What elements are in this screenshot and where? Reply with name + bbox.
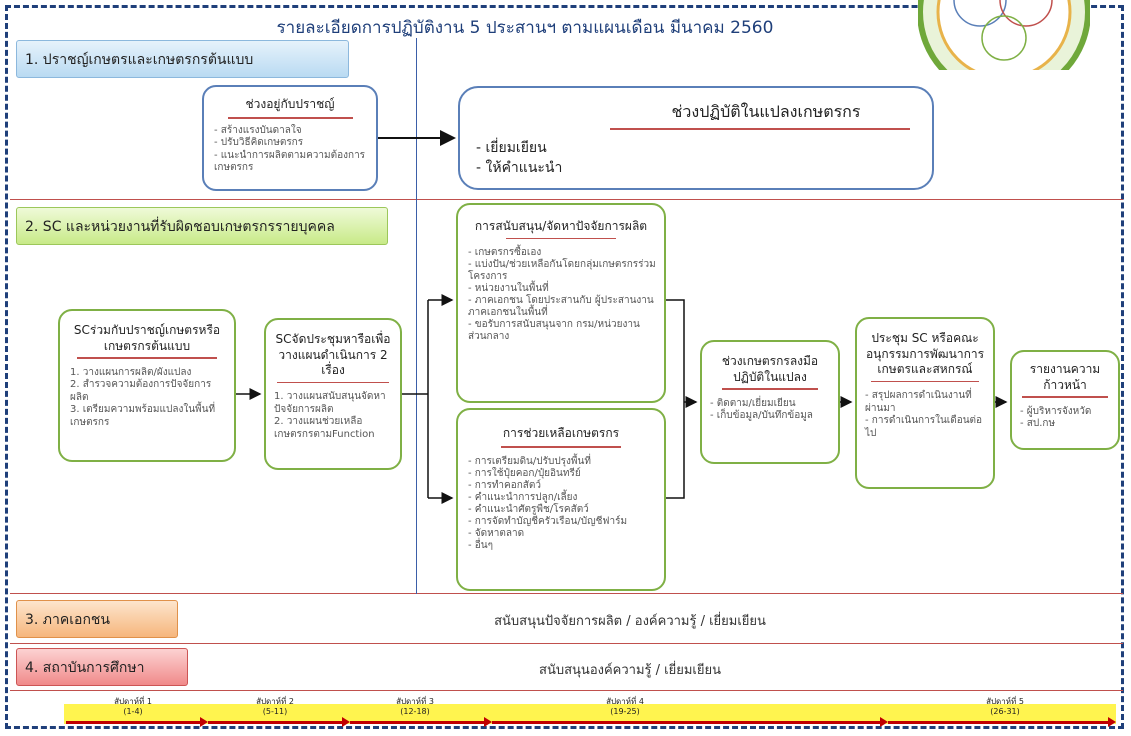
box-item: - สป.กษ — [1020, 418, 1056, 430]
title-underline — [277, 381, 389, 384]
diagram-title: รายละเอียดการปฏิบัติงาน 5 ประสานฯ ตามแผน… — [276, 18, 774, 38]
box-item: - การใช้ปุ๋ยคอก/ปุ๋ยอินทรีย์ — [468, 467, 581, 479]
title-underline — [610, 128, 910, 130]
box-item: - การเตรียมดิน/ปรับปรุงพื้นที่ — [468, 455, 591, 467]
box-title: SCจัดประชุมหารือเพื่อวางแผนดำเนินการ 2 เ… — [275, 332, 391, 378]
timeline-arrow — [66, 717, 208, 727]
box-item: 1. วางแผนสนับสนุนจัดหาปัจจัยการผลิต — [274, 391, 386, 415]
box-title: ช่วงอยู่กับปราชญ์ — [245, 97, 335, 111]
title-underline — [77, 357, 217, 359]
timeline-bar — [64, 704, 1116, 724]
box-item: - แนะนำการผลิตตามความต้องการเกษตรกร — [214, 149, 366, 174]
box-item: 2. สำรวจความต้องการปัจจัยการผลิต — [70, 379, 212, 403]
section3-header: 3. ภาคเอกชน — [16, 600, 178, 638]
box-item: - ติดตาม/เยี่ยมเยียน — [710, 397, 796, 409]
box-title: ประชุม SC หรือคณะอนุกรรมการพัฒนาการเกษตร… — [865, 331, 985, 377]
title-underline — [227, 117, 353, 119]
progress-report-box: รายงานความก้าวหน้า - ผู้บริหารจังหวัด - … — [1010, 350, 1120, 450]
phase-with-sage-box: ช่วงอยู่กับปราชญ์ - สร้างแรงบันดาลใจ - ป… — [202, 85, 378, 191]
box-item: - ให้คำแนะนำ — [476, 159, 563, 176]
title-underline — [501, 446, 621, 448]
title-underline — [1022, 396, 1108, 398]
timeline-week-2: สัปดาห์ที่ 2(5-11) — [256, 697, 294, 716]
section1-header: 1. ปราชญ์เกษตรและเกษตรกรต้นแบบ — [16, 40, 349, 78]
section-divider — [10, 593, 1123, 594]
box-item: - การจัดทำบัญชีครัวเรือน/บัญชีฟาร์ม — [468, 515, 628, 527]
box-item: - เยี่ยมเยียน — [476, 139, 547, 156]
box-item: - เกษตรกรซื้อเอง — [468, 247, 542, 259]
section-divider — [10, 643, 1123, 644]
timeline-week-4: สัปดาห์ที่ 4(19-25) — [606, 697, 644, 716]
box-item: - การทำคอกสัตว์ — [468, 479, 541, 491]
box-item: - ขอรับการสนับสนุนจาก กรม/หน่วยงานส่วนกล… — [468, 319, 640, 343]
box-title: การช่วยเหลือเกษตรกร — [502, 426, 620, 440]
box-item: - ปรับวิธีคิดเกษตรกร — [214, 137, 304, 148]
box-title: ช่วงเกษตรกรลงมือปฏิบัติในแปลง — [721, 354, 819, 384]
box-item: - แบ่งปัน/ช่วยเหลือกันโดยกลุ่มเกษตรกรร่ว… — [468, 259, 656, 283]
box-item: - เก็บข้อมูล/บันทึกข้อมูล — [710, 410, 813, 422]
input-support-box: การสนับสนุน/จัดหาปัจจัยการผลิต - เกษตรกร… — [456, 203, 666, 403]
box-title: รายงานความก้าวหน้า — [1029, 362, 1101, 392]
box-item: - สร้างแรงบันดาลใจ — [214, 124, 302, 136]
box-item: - ผู้บริหารจังหวัด — [1020, 405, 1092, 417]
box-item: 3. เตรียมความพร้อมแปลงในพื้นที่เกษตรกร — [70, 404, 216, 428]
dashed-frame — [5, 5, 1124, 729]
circular-org-logo — [918, 0, 1090, 70]
farmer-practice-box: ช่วงเกษตรกรลงมือปฏิบัติในแปลง - ติดตาม/เ… — [700, 340, 840, 464]
box-item: - หน่วยงานในพื้นที่ — [468, 283, 549, 295]
section4-header: 4. สถาบันการศึกษา — [16, 648, 188, 686]
title-underline — [722, 388, 818, 390]
phase-divider — [416, 38, 417, 594]
box-item: - ภาคเอกชน โดยประสานกับ ผู้ประสานงานภาคเ… — [468, 295, 654, 319]
timeline-week-1: สัปดาห์ที่ 1(1-4) — [114, 697, 152, 716]
education-support-text: สนับสนุนองค์ความรู้ / เยี่ยมเยียน — [539, 663, 721, 678]
timeline-week-3: สัปดาห์ที่ 3(12-18) — [396, 697, 434, 716]
box-title: การสนับสนุน/จัดหาปัจจัยการผลิต — [474, 219, 648, 233]
timeline-arrow — [888, 717, 1116, 727]
section-divider — [10, 690, 1123, 691]
timeline-arrow — [492, 717, 888, 727]
timeline-arrow — [208, 717, 350, 727]
box-item: 2. วางแผนช่วยเหลือเกษตรกรตามFunction — [274, 416, 375, 440]
box-item: - อื่นๆ — [468, 539, 493, 551]
timeline-week-5: สัปดาห์ที่ 5(26-31) — [986, 697, 1024, 716]
box-item: - จัดหาตลาด — [468, 527, 525, 539]
section-divider — [10, 199, 1123, 200]
sc-with-sage-box: SCร่วมกับปราชญ์เกษตรหรือเกษตรกรต้นแบบ 1.… — [58, 309, 236, 462]
timeline-arrow — [350, 717, 492, 727]
title-underline — [871, 380, 979, 383]
farmer-assistance-box: การช่วยเหลือเกษตรกร - การเตรียมดิน/ปรับป… — [456, 408, 666, 591]
box-item: - การดำเนินการในเดือนต่อไป — [865, 415, 983, 439]
section2-header: 2. SC และหน่วยงานที่รับผิดชอบเกษตรกรรายบ… — [16, 207, 388, 245]
box-item: 1. วางแผนการผลิต/ผังแปลง — [70, 366, 192, 378]
box-item: - คำแนะนำศัตรูพืช/โรคสัตว์ — [468, 503, 589, 515]
box-title: ช่วงปฏิบัติในแปลงเกษตรกร — [671, 102, 861, 121]
sc-meeting-box: SCจัดประชุมหารือเพื่อวางแผนดำเนินการ 2 เ… — [264, 318, 402, 470]
box-item: - คำแนะนำการปลูก/เลี้ยง — [468, 491, 578, 503]
private-sector-support-text: สนับสนุนปัจจัยการผลิต / องค์ความรู้ / เย… — [494, 614, 766, 629]
box-title: SCร่วมกับปราชญ์เกษตรหรือเกษตรกรต้นแบบ — [73, 323, 221, 353]
box-item: - สรุปผลการดำเนินงานที่ผ่านมา — [865, 390, 972, 414]
sc-committee-box: ประชุม SC หรือคณะอนุกรรมการพัฒนาการเกษตร… — [855, 317, 995, 489]
phase-in-field-box: ช่วงปฏิบัติในแปลงเกษตรกร - เยี่ยมเยียน -… — [458, 86, 934, 190]
title-underline — [506, 237, 616, 240]
